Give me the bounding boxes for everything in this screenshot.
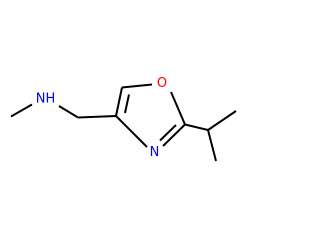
ring-nitrogen-symbol: N <box>150 145 160 160</box>
bond-c4-c5-inner <box>124 94 130 114</box>
amine-nitrogen-symbol: N <box>36 91 46 106</box>
bond-ch-me-down <box>207 129 217 162</box>
ring-oxygen-label: O <box>157 76 167 91</box>
bond-o1-c2 <box>170 91 186 125</box>
amine-nitrogen-label: NH <box>36 91 56 106</box>
bond-nh-ch2 <box>58 105 79 119</box>
structure-diagram: NH O N <box>10 76 237 162</box>
amine-hydrogen-symbol: H <box>45 91 55 106</box>
bond-c5-o1 <box>121 83 153 89</box>
ring-oxygen-symbol: O <box>157 76 167 91</box>
bond-ch-me-up <box>207 110 237 131</box>
bond-ch2-c4 <box>77 115 117 119</box>
bond-c2-n3-inner <box>159 124 177 142</box>
bond-c2-ch <box>184 123 209 131</box>
bond-methyl-nh <box>10 103 33 118</box>
bond-n3-c4 <box>115 115 148 148</box>
bond-c4-c5 <box>115 87 123 117</box>
bond-c2-n3 <box>162 123 186 147</box>
ring-nitrogen-label: N <box>150 145 160 160</box>
